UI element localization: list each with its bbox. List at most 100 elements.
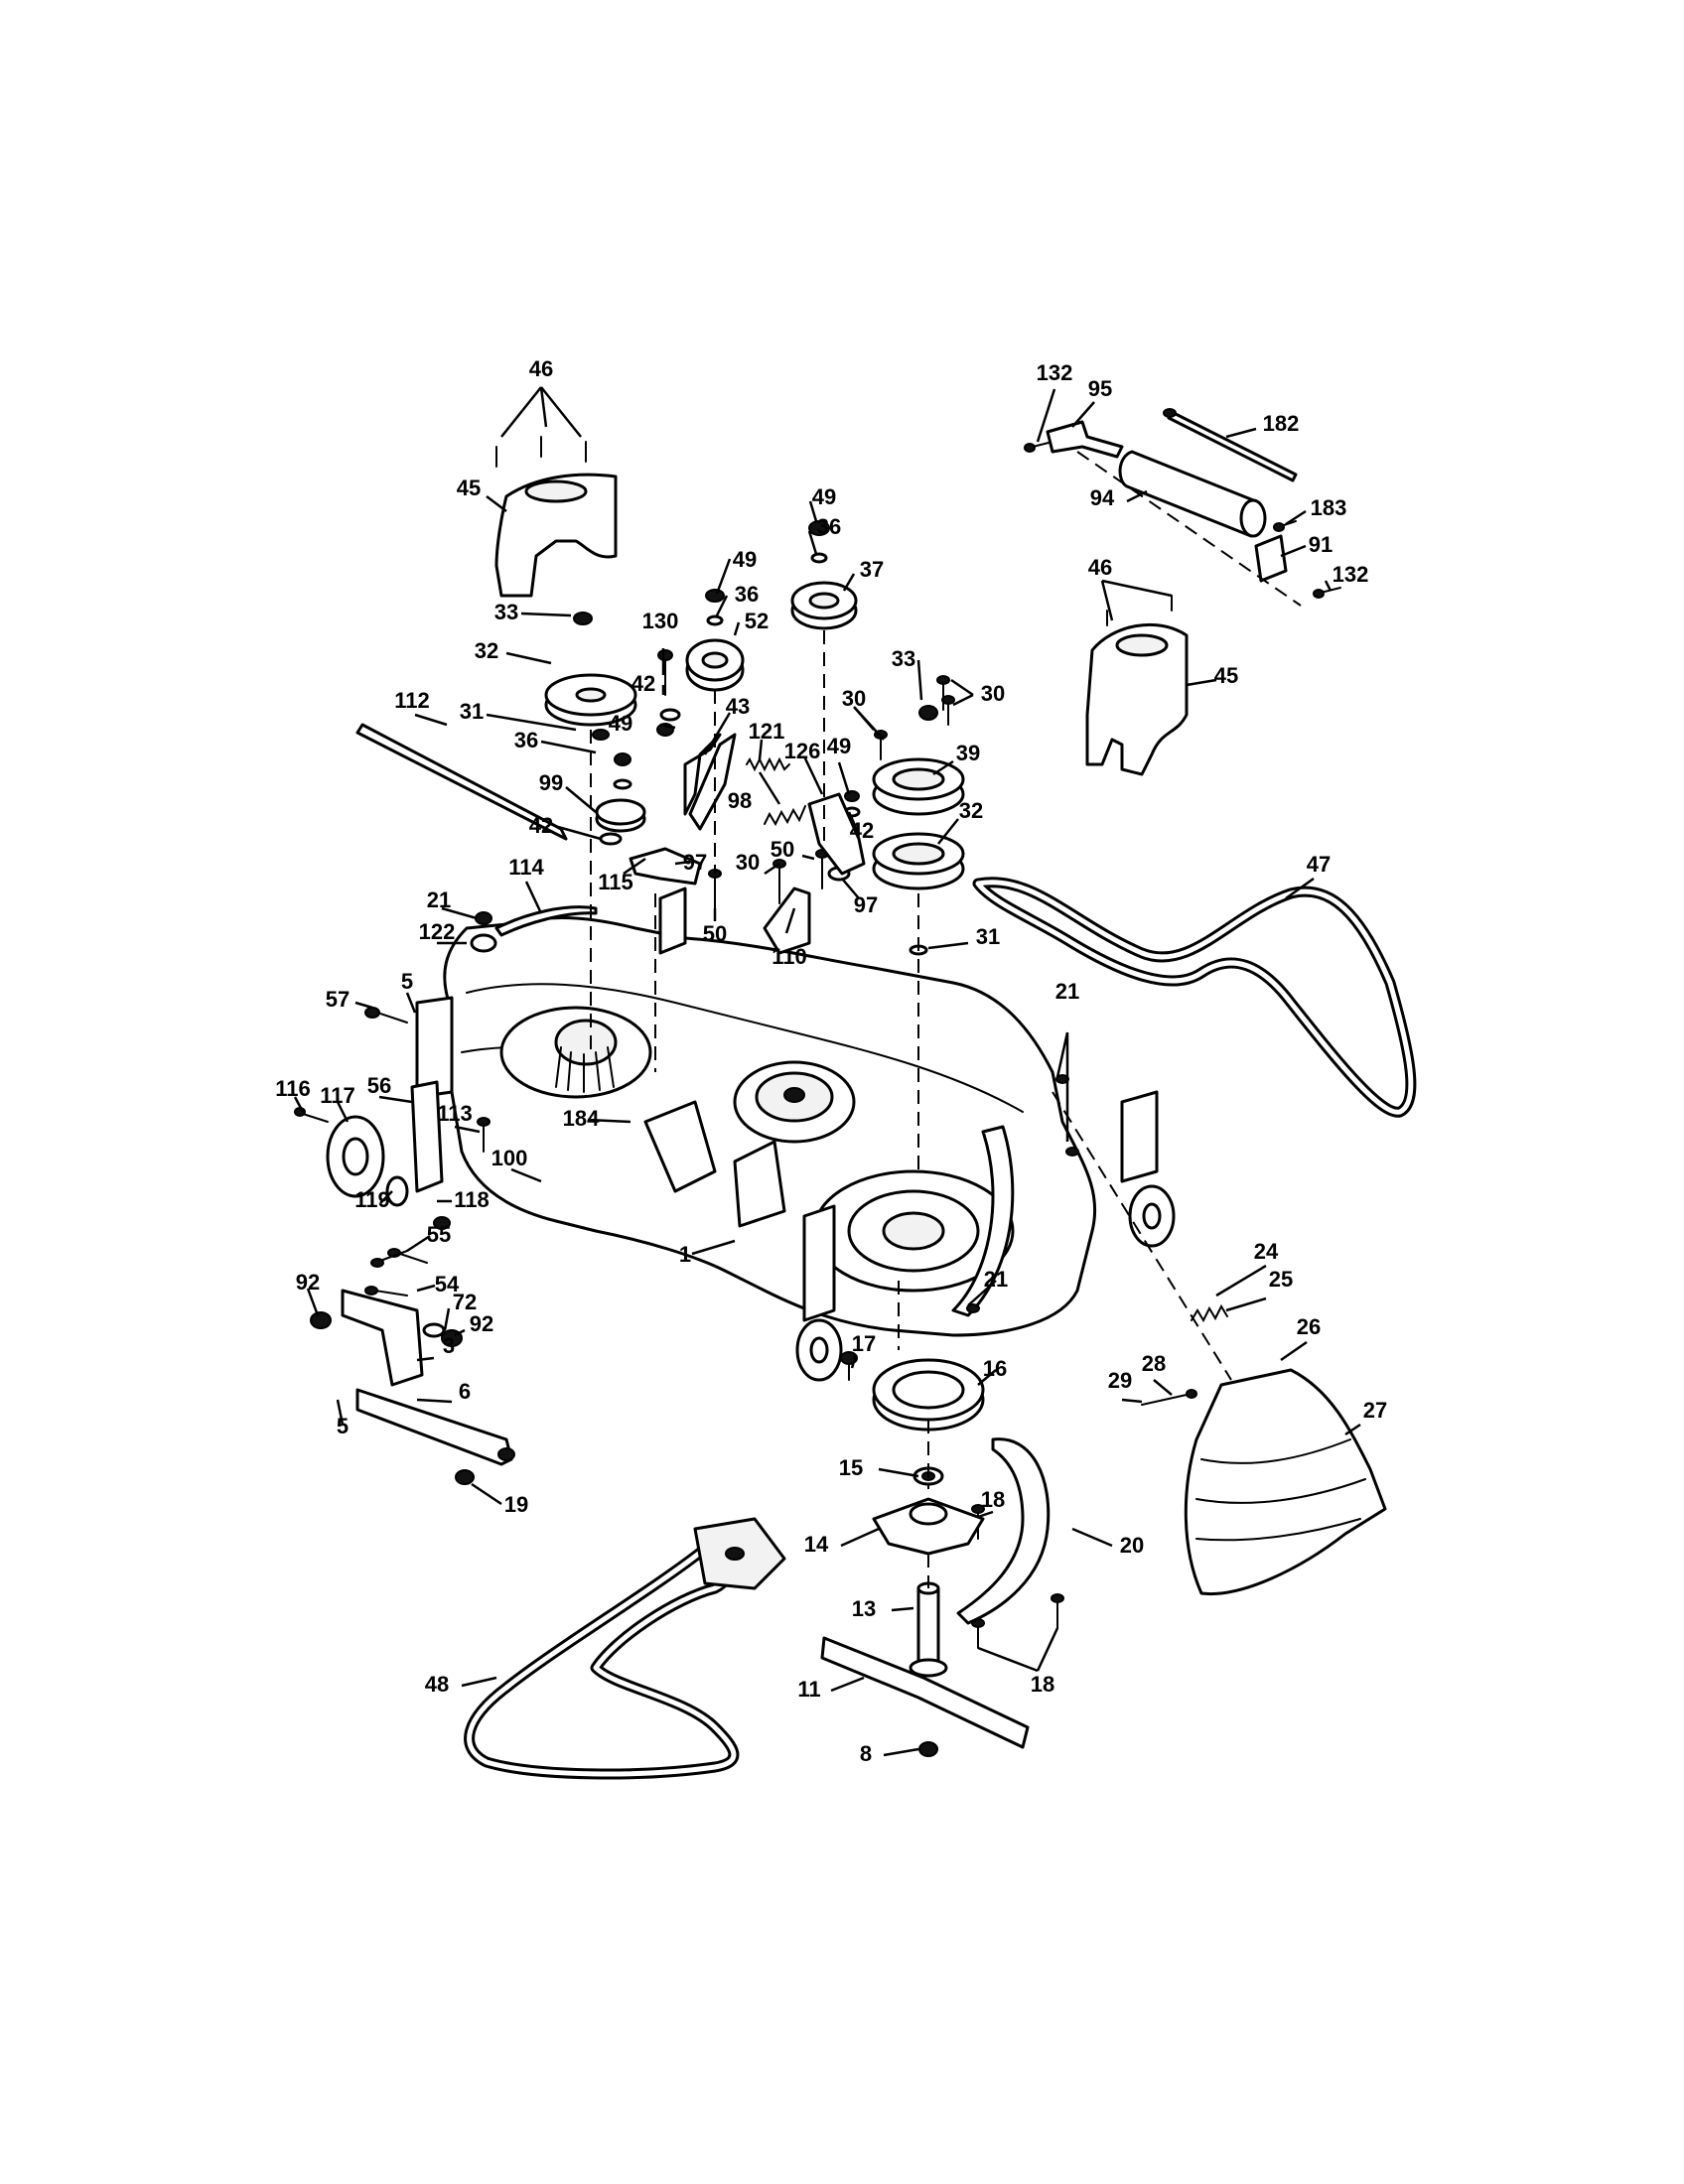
label-26: 26 xyxy=(1297,1314,1321,1339)
discharge-chute-27 xyxy=(1184,1368,1387,1596)
bracket-91 xyxy=(1254,534,1288,583)
spring-98 xyxy=(764,805,806,827)
belt-cover-45-right xyxy=(1085,622,1189,776)
label-29: 29 xyxy=(1108,1368,1132,1393)
label-39: 39 xyxy=(956,741,980,765)
label-50: 50 xyxy=(703,921,727,946)
label-36: 36 xyxy=(735,582,759,607)
label-30: 30 xyxy=(736,850,760,875)
label-132: 132 xyxy=(1037,360,1073,385)
label-132: 132 xyxy=(1333,562,1369,587)
label-183: 183 xyxy=(1311,495,1347,520)
label-42: 42 xyxy=(632,671,655,696)
label-42: 42 xyxy=(850,818,874,843)
label-17: 17 xyxy=(852,1331,876,1356)
baffle-20 xyxy=(956,1437,1051,1625)
gauge-wheel-117 xyxy=(326,1115,385,1198)
bolt-55 xyxy=(370,1250,408,1268)
label-21: 21 xyxy=(1055,979,1079,1004)
label-49: 49 xyxy=(733,547,757,572)
housing-16 xyxy=(872,1358,985,1432)
label-100: 100 xyxy=(491,1146,528,1170)
label-45: 45 xyxy=(1214,663,1238,688)
bracket-56 xyxy=(410,1080,444,1193)
label-49: 49 xyxy=(827,734,851,758)
label-31: 31 xyxy=(976,924,1000,949)
pulley-32-left xyxy=(544,673,637,727)
alignment-lines xyxy=(590,451,1302,1588)
label-37: 37 xyxy=(860,557,884,582)
label-97: 97 xyxy=(854,892,878,917)
label-50: 50 xyxy=(771,837,794,862)
rod-112 xyxy=(355,723,568,841)
label-45: 45 xyxy=(457,476,481,500)
label-117: 117 xyxy=(320,1083,355,1108)
idler-arm-115 xyxy=(629,847,702,886)
mower-deck-housing xyxy=(415,887,1176,1382)
label-1: 1 xyxy=(679,1242,691,1267)
label-56: 56 xyxy=(367,1073,391,1098)
label-184: 184 xyxy=(563,1106,600,1131)
label-57: 57 xyxy=(326,987,350,1012)
label-110: 110 xyxy=(772,944,807,969)
bracket-110 xyxy=(763,887,811,955)
idler-pulley-52 xyxy=(685,638,745,692)
label-5: 5 xyxy=(337,1414,349,1438)
label-121: 121 xyxy=(749,719,785,744)
pulley-39 xyxy=(872,757,965,816)
part-number-labels: 46 45 33 32 31 36 99 42 49 130 42 43 49 … xyxy=(275,356,1387,1766)
label-15: 15 xyxy=(839,1455,863,1480)
drive-belt-48 xyxy=(464,1517,786,1780)
label-6: 6 xyxy=(459,1379,471,1404)
bracket-126 xyxy=(807,792,866,876)
pulley-99 xyxy=(595,798,646,833)
label-49: 49 xyxy=(609,711,632,736)
mulch-plug-94 xyxy=(1118,450,1267,538)
label-8: 8 xyxy=(860,1741,872,1766)
label-92: 92 xyxy=(470,1311,493,1336)
screws-46-left xyxy=(495,436,587,468)
label-54: 54 xyxy=(435,1272,460,1297)
label-36: 36 xyxy=(817,514,841,539)
label-18: 18 xyxy=(1031,1672,1054,1697)
label-21: 21 xyxy=(427,887,451,912)
front-link-6 xyxy=(355,1388,515,1466)
label-11: 11 xyxy=(797,1677,820,1702)
label-116: 116 xyxy=(275,1076,311,1101)
label-92: 92 xyxy=(296,1270,320,1295)
label-32: 32 xyxy=(475,638,498,663)
label-27: 27 xyxy=(1363,1398,1387,1423)
label-47: 47 xyxy=(1307,852,1331,877)
label-46: 46 xyxy=(529,356,553,381)
label-130: 130 xyxy=(642,609,679,633)
front-link-3 xyxy=(341,1289,424,1387)
leader-lines xyxy=(293,386,1361,1757)
label-72: 72 xyxy=(453,1290,477,1314)
spring-25 xyxy=(1191,1303,1228,1323)
label-30: 30 xyxy=(842,686,866,711)
label-118: 118 xyxy=(454,1187,490,1212)
label-28: 28 xyxy=(1142,1351,1166,1376)
label-16: 16 xyxy=(983,1356,1007,1381)
spindle-housing-14 xyxy=(872,1497,985,1556)
label-113: 113 xyxy=(437,1101,473,1126)
label-46: 46 xyxy=(1088,555,1112,580)
label-122: 122 xyxy=(419,919,456,944)
label-3: 3 xyxy=(443,1333,455,1358)
label-18: 18 xyxy=(981,1487,1005,1512)
label-119: 119 xyxy=(354,1187,390,1212)
label-30: 30 xyxy=(981,681,1005,706)
label-48: 48 xyxy=(425,1672,449,1697)
label-31: 31 xyxy=(460,699,484,724)
spacer-119 xyxy=(385,1175,409,1207)
label-91: 91 xyxy=(1309,532,1333,557)
label-94: 94 xyxy=(1090,485,1115,510)
rod-182 xyxy=(1163,408,1298,482)
label-126: 126 xyxy=(784,739,821,763)
label-52: 52 xyxy=(745,609,769,633)
nut-92-left xyxy=(310,1311,332,1329)
spring-121 xyxy=(746,756,790,772)
label-112: 112 xyxy=(394,688,430,713)
label-97: 97 xyxy=(683,850,707,875)
